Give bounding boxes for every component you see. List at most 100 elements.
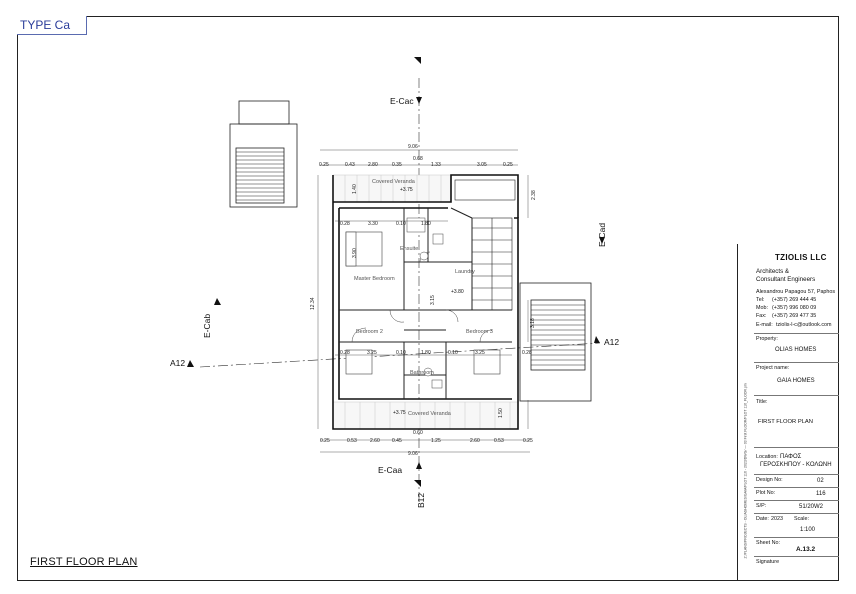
dim-inner-mid-4: 0.10	[448, 350, 458, 356]
tel-value: (+357) 269 444 45	[772, 297, 817, 303]
sanitary-fixtures	[406, 217, 444, 389]
dimension-lines	[317, 149, 530, 453]
room-master-bedroom: Master Bedroom	[354, 276, 395, 282]
dim-inner-mid-5: 3.25	[475, 350, 485, 356]
section-label-left: E-Cab	[202, 314, 212, 338]
divider-property	[754, 333, 839, 334]
email-label: E-mail:	[756, 322, 773, 328]
dim-top-5: 3.05	[477, 162, 487, 168]
company-address: Alexandrou Papagou 57, Paphos	[756, 289, 836, 295]
divider-sheet	[754, 537, 839, 538]
dim-top-total: 9.06	[408, 144, 418, 150]
dim-right-mid: 3.18	[530, 318, 536, 328]
veranda-tiles	[332, 174, 519, 430]
dim-top-6: 0.25	[503, 162, 513, 168]
date-label: Date:	[756, 516, 769, 522]
type-tag: TYPE Ca	[17, 16, 88, 35]
divider-date	[754, 513, 839, 514]
dim-master-height: 3.90	[352, 248, 358, 258]
dim-bottom-0: 0.25	[320, 438, 330, 444]
property-value: OLIAS HOMES	[775, 347, 817, 353]
dim-bottom-4: 1.25	[431, 438, 441, 444]
dim-inner-mid-0: 0.28	[340, 350, 350, 356]
fax-label: Fax:	[756, 313, 767, 319]
room-covered-veranda-top: Covered Veranda	[372, 179, 416, 185]
date-value: 2023	[771, 516, 783, 522]
dim-top-1: 0.43	[345, 162, 355, 168]
sp-label: S/P:	[756, 503, 767, 509]
location-value-1: ΠΑΦΟΣ	[780, 454, 802, 460]
room-covered-veranda-bottom: Covered Veranda	[408, 411, 452, 417]
sp-value: 51/20W2	[799, 504, 824, 510]
dim-bottom-7: 0.25	[523, 438, 533, 444]
dim-right-top: 2.38	[531, 190, 537, 200]
external-stair-right	[519, 282, 592, 402]
section-label-right: E-Cad	[597, 223, 607, 247]
file-path-strip: Z:/PLANS/PROJECTS - OLIASHOMES/GAIA/PLOT…	[738, 364, 752, 564]
email-value: tziolis-l-c@outlook.com	[776, 322, 832, 328]
title-block: Z:/PLANS/PROJECTS - OLIASHOMES/GAIA/PLOT…	[737, 244, 839, 581]
room-ensuite: Ensuite	[400, 246, 418, 252]
design-label: Design No:	[756, 477, 783, 483]
section-a-left: A12	[170, 358, 185, 368]
dim-veranda-height: 1.40	[352, 184, 358, 194]
mob-value: (+357) 996 080 09	[772, 305, 817, 311]
exterior-walls	[332, 174, 519, 430]
external-stair-top	[229, 100, 298, 208]
dim-inner-mid-6: 0.28	[522, 350, 532, 356]
dim-left-total: 12.34	[310, 297, 316, 310]
level-hall: +3.80	[451, 289, 464, 295]
dim-inner-top-0: 0.28	[340, 221, 350, 227]
project-value: GAIA HOMES	[777, 378, 815, 384]
dim-inner-mid-2: 0.10	[396, 350, 406, 356]
dim-bottom-total: 9.06	[408, 451, 418, 457]
level-bottom-veranda: +3.75	[393, 410, 406, 416]
mob-label: Mob:	[756, 305, 768, 311]
divider-sp	[754, 500, 839, 501]
dim-bottom-1: 0.53	[347, 438, 357, 444]
design-value: 02	[817, 478, 824, 484]
title-label: Title:	[756, 399, 768, 405]
dim-top-4: 1.33	[431, 162, 441, 168]
title-value: FIRST FLOOR PLAN	[758, 419, 813, 425]
location-value-2: ΓΕΡΟΣΚΗΠΟΥ - ΚΟΛΩΝΗ	[760, 462, 832, 468]
dim-top-mid: 0.68	[413, 156, 423, 162]
room-bathroom: Bathroom	[410, 370, 434, 376]
dim-bottom-3: 0.45	[392, 438, 402, 444]
dim-inner-top-3: 1.80	[421, 221, 431, 227]
dim-bottom-2: 2.60	[370, 438, 380, 444]
divider-project	[754, 362, 839, 363]
level-top-veranda: +3.75	[400, 187, 413, 193]
dim-top-3: 0.35	[392, 162, 402, 168]
file-path-text: Z:/PLANS/PROJECTS - OLIASHOMES/GAIA/PLOT…	[743, 383, 748, 559]
dim-top-0: 0.25	[319, 162, 329, 168]
divider-title	[754, 395, 839, 396]
drawing-sheet-border	[17, 16, 839, 581]
section-b-bottom: B12	[416, 493, 426, 508]
dim-inner-top-1: 3.30	[368, 221, 378, 227]
dim-inner-mid-1: 3.25	[367, 350, 377, 356]
plot-label: Plot No:	[756, 490, 776, 496]
section-label-top: E-Cac	[390, 96, 414, 106]
fax-value: (+357) 269 477 35	[772, 313, 817, 319]
divider-design	[754, 474, 839, 475]
company-name: TZIOLIS LLC	[775, 253, 827, 262]
plan-title: FIRST FLOOR PLAN	[30, 556, 138, 568]
plot-value: 116	[816, 491, 826, 497]
scale-value: 1:100	[800, 527, 816, 533]
sheet-value: A.13.2	[796, 546, 816, 553]
internal-stair	[454, 179, 516, 311]
divider-location	[754, 447, 839, 448]
scale-label: Scale:	[794, 516, 809, 522]
dim-inner-mid-3: 1.80	[421, 350, 431, 356]
property-label: Property:	[756, 336, 778, 342]
signature-label: Signature	[756, 559, 780, 565]
room-bedroom-3: Bedroom 3	[466, 329, 493, 335]
company-subtitle-2: Consultant Engineers	[756, 276, 816, 283]
section-a-right: A12	[604, 337, 619, 347]
dim-bottom-5: 2.60	[470, 438, 480, 444]
divider-plot	[754, 487, 839, 488]
dim-bottom-mid: 0.60	[413, 430, 423, 436]
dim-hall-height: 3.15	[430, 295, 436, 305]
company-subtitle-1: Architects &	[756, 268, 790, 275]
